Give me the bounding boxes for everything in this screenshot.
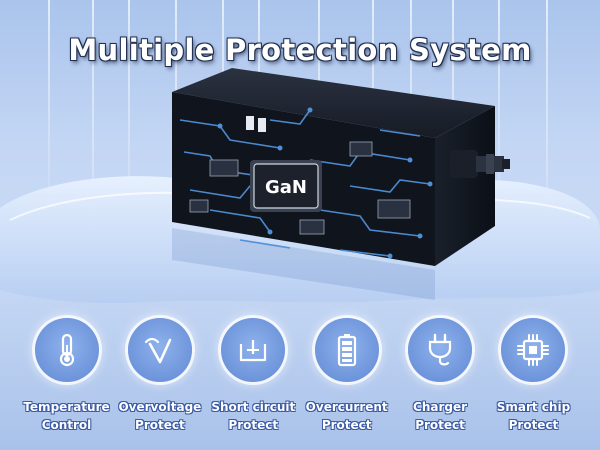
icon-badge — [127, 318, 192, 382]
chip-icon — [517, 334, 550, 366]
light-ray — [498, 0, 500, 240]
feature-short-circuit-protect: Short circuit Protect — [207, 318, 300, 438]
icon-badge — [501, 318, 566, 382]
icon-badge — [34, 318, 99, 382]
overvoltage-icon — [144, 337, 172, 364]
light-ray — [546, 0, 548, 280]
feature-smart-chip-protect: Smart chip Protect — [487, 318, 580, 438]
light-ray — [92, 0, 94, 290]
icon-badge — [221, 318, 286, 382]
feature-overcurrent-protect: Overcurrent Protect — [300, 318, 393, 438]
cable-connector — [450, 150, 510, 178]
feature-label: Temperature Control — [23, 400, 110, 432]
feature-label: Overcurrent Protect — [305, 400, 388, 432]
light-ray — [128, 0, 130, 250]
gan-chip-label: GaN — [265, 177, 307, 198]
charger-product-image: GaN — [172, 68, 510, 300]
battery-icon — [337, 334, 356, 367]
icon-badge — [314, 318, 379, 382]
feature-label: Overvoltage Protect — [118, 400, 202, 432]
page-title: Mulitiple Protection System — [68, 33, 532, 68]
feature-label: Charger Protect — [413, 400, 468, 432]
feature-label: Smart chip Protect — [496, 400, 571, 432]
feature-label: Short circuit Protect — [211, 400, 296, 432]
feature-charger-protect: Charger Protect — [394, 318, 487, 438]
icon-badge — [408, 318, 473, 382]
protection-features: Temperature Control Overvoltage Protect — [20, 318, 580, 438]
feature-temperature-control: Temperature Control — [20, 318, 113, 438]
short-circuit-icon — [240, 340, 267, 362]
feature-overvoltage-protect: Overvoltage Protect — [113, 318, 206, 438]
light-ray — [48, 0, 50, 230]
plug-icon — [428, 333, 452, 366]
thermometer-icon — [59, 333, 74, 367]
